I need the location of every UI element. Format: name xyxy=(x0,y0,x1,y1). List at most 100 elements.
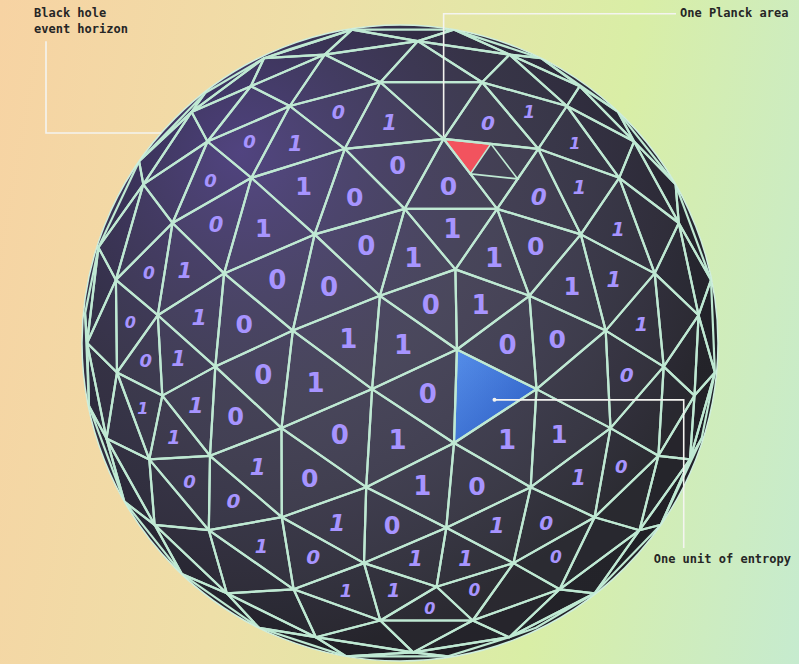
facet-edge xyxy=(364,563,437,620)
entropy-bit: 1 xyxy=(472,292,490,318)
entropy-bit: 0 xyxy=(235,311,252,336)
facet-edge xyxy=(454,30,541,59)
entropy-bit: 0 xyxy=(499,332,517,358)
entropy-bit: 1 xyxy=(255,536,268,555)
entropy-bit: 1 xyxy=(250,456,266,479)
entropy-bit: 0 xyxy=(468,582,480,599)
facet-edge xyxy=(380,621,472,653)
facet-edge xyxy=(116,223,173,315)
facet-edge xyxy=(606,331,664,429)
entropy-bit: 0 xyxy=(209,214,224,235)
entropy-bit: 0 xyxy=(254,362,272,388)
entropy-bit: 1 xyxy=(388,427,406,453)
entropy-bit: 0 xyxy=(531,186,547,209)
facet-edge xyxy=(454,389,537,487)
entropy-bit: 0 xyxy=(615,458,628,476)
entropy-bit: 1 xyxy=(339,326,357,352)
callout-label: Black hole event horizon xyxy=(34,6,146,37)
entropy-bit: 1 xyxy=(523,104,535,121)
entropy-bit: 0 xyxy=(481,113,495,133)
entropy-bit: 0 xyxy=(143,264,155,281)
facet-edge xyxy=(372,296,457,389)
entropy-bit: 1 xyxy=(635,314,648,333)
facet-edge xyxy=(510,55,580,106)
entropy-bit: 1 xyxy=(458,549,473,570)
entropy-bit: 1 xyxy=(404,245,422,271)
facet-edge xyxy=(364,487,446,563)
facet-edge xyxy=(618,112,676,184)
entropy-bit: 0 xyxy=(183,473,196,491)
entropy-bit: 1 xyxy=(329,511,345,534)
callout-label: One unit of entropy xyxy=(654,552,791,568)
entropy-bit: 1 xyxy=(295,175,312,199)
entropy-bit: 0 xyxy=(389,154,406,178)
facet-edge xyxy=(581,178,655,274)
facet-edge xyxy=(580,86,634,141)
sphere-tint xyxy=(82,25,718,661)
facet-edge xyxy=(538,149,619,235)
facet-edge xyxy=(437,563,514,620)
facet-edge xyxy=(293,296,380,389)
entropy-bit: 0 xyxy=(331,422,349,448)
facet-edge xyxy=(658,367,694,456)
facet-edge xyxy=(264,30,352,59)
entropy-bit: 0 xyxy=(346,185,363,210)
facet-edge xyxy=(690,373,715,460)
entropy-bit: 1 xyxy=(408,549,423,570)
facet-edge xyxy=(655,223,699,315)
facet-edge xyxy=(282,487,366,563)
planck-subdivision xyxy=(470,144,517,179)
entropy-bit: 0 xyxy=(301,465,318,490)
entropy-bit: 1 xyxy=(382,113,397,134)
facet-edge xyxy=(529,296,605,389)
entropy-bit: 1 xyxy=(288,134,303,155)
entropy-bit: 0 xyxy=(424,601,435,617)
facet-edge xyxy=(366,443,454,528)
entropy-bit: 0 xyxy=(468,474,485,499)
facet-edge xyxy=(619,142,679,224)
facet-edge xyxy=(116,280,158,373)
facet-edge xyxy=(531,389,611,487)
facet-edge xyxy=(290,55,381,106)
entropy-bit: 0 xyxy=(384,514,401,538)
entropy-bit: 1 xyxy=(612,219,625,238)
facet-edge xyxy=(139,112,192,184)
facet-edge xyxy=(611,367,664,456)
entropy-bit: 1 xyxy=(255,217,272,241)
facet-edge xyxy=(149,396,210,460)
sphere-body xyxy=(82,25,718,661)
entropy-bit: 1 xyxy=(489,515,504,537)
facet-edge xyxy=(380,269,457,349)
leader-dot xyxy=(493,398,497,402)
entropy-bit: 0 xyxy=(306,547,320,567)
facet-edge xyxy=(294,589,381,637)
entropy-bit: 0 xyxy=(357,233,375,259)
facet-edge xyxy=(457,296,537,389)
entropy-bit: 1 xyxy=(191,307,206,329)
facet-edge xyxy=(454,350,537,444)
entropy-bit: 1 xyxy=(573,178,586,197)
facet-edge xyxy=(514,517,595,589)
entropy-bit: 0 xyxy=(440,173,457,198)
entropy-bit: 0 xyxy=(139,352,152,370)
facet-edge xyxy=(560,517,640,589)
entropy-bit: 0 xyxy=(550,548,562,565)
facet-edge xyxy=(89,406,124,502)
facet-edge xyxy=(538,106,619,178)
facet-edge xyxy=(162,367,215,456)
facet-edge xyxy=(282,389,373,487)
entropy-bit: 0 xyxy=(332,103,345,122)
facet-edge xyxy=(158,223,224,315)
entropy-bit: 1 xyxy=(137,401,148,417)
facet-edge xyxy=(345,82,444,149)
entropy-bit: 1 xyxy=(498,427,516,453)
facet-edge xyxy=(87,343,117,439)
entropy-bit: 0 xyxy=(620,365,634,385)
facet-edge xyxy=(87,247,116,343)
entropy-bit: 0 xyxy=(419,381,437,407)
facet-edge xyxy=(282,517,364,589)
facet-edge xyxy=(595,428,659,517)
entropy-bit: 1 xyxy=(413,473,431,499)
entropy-bit: 1 xyxy=(564,275,581,299)
